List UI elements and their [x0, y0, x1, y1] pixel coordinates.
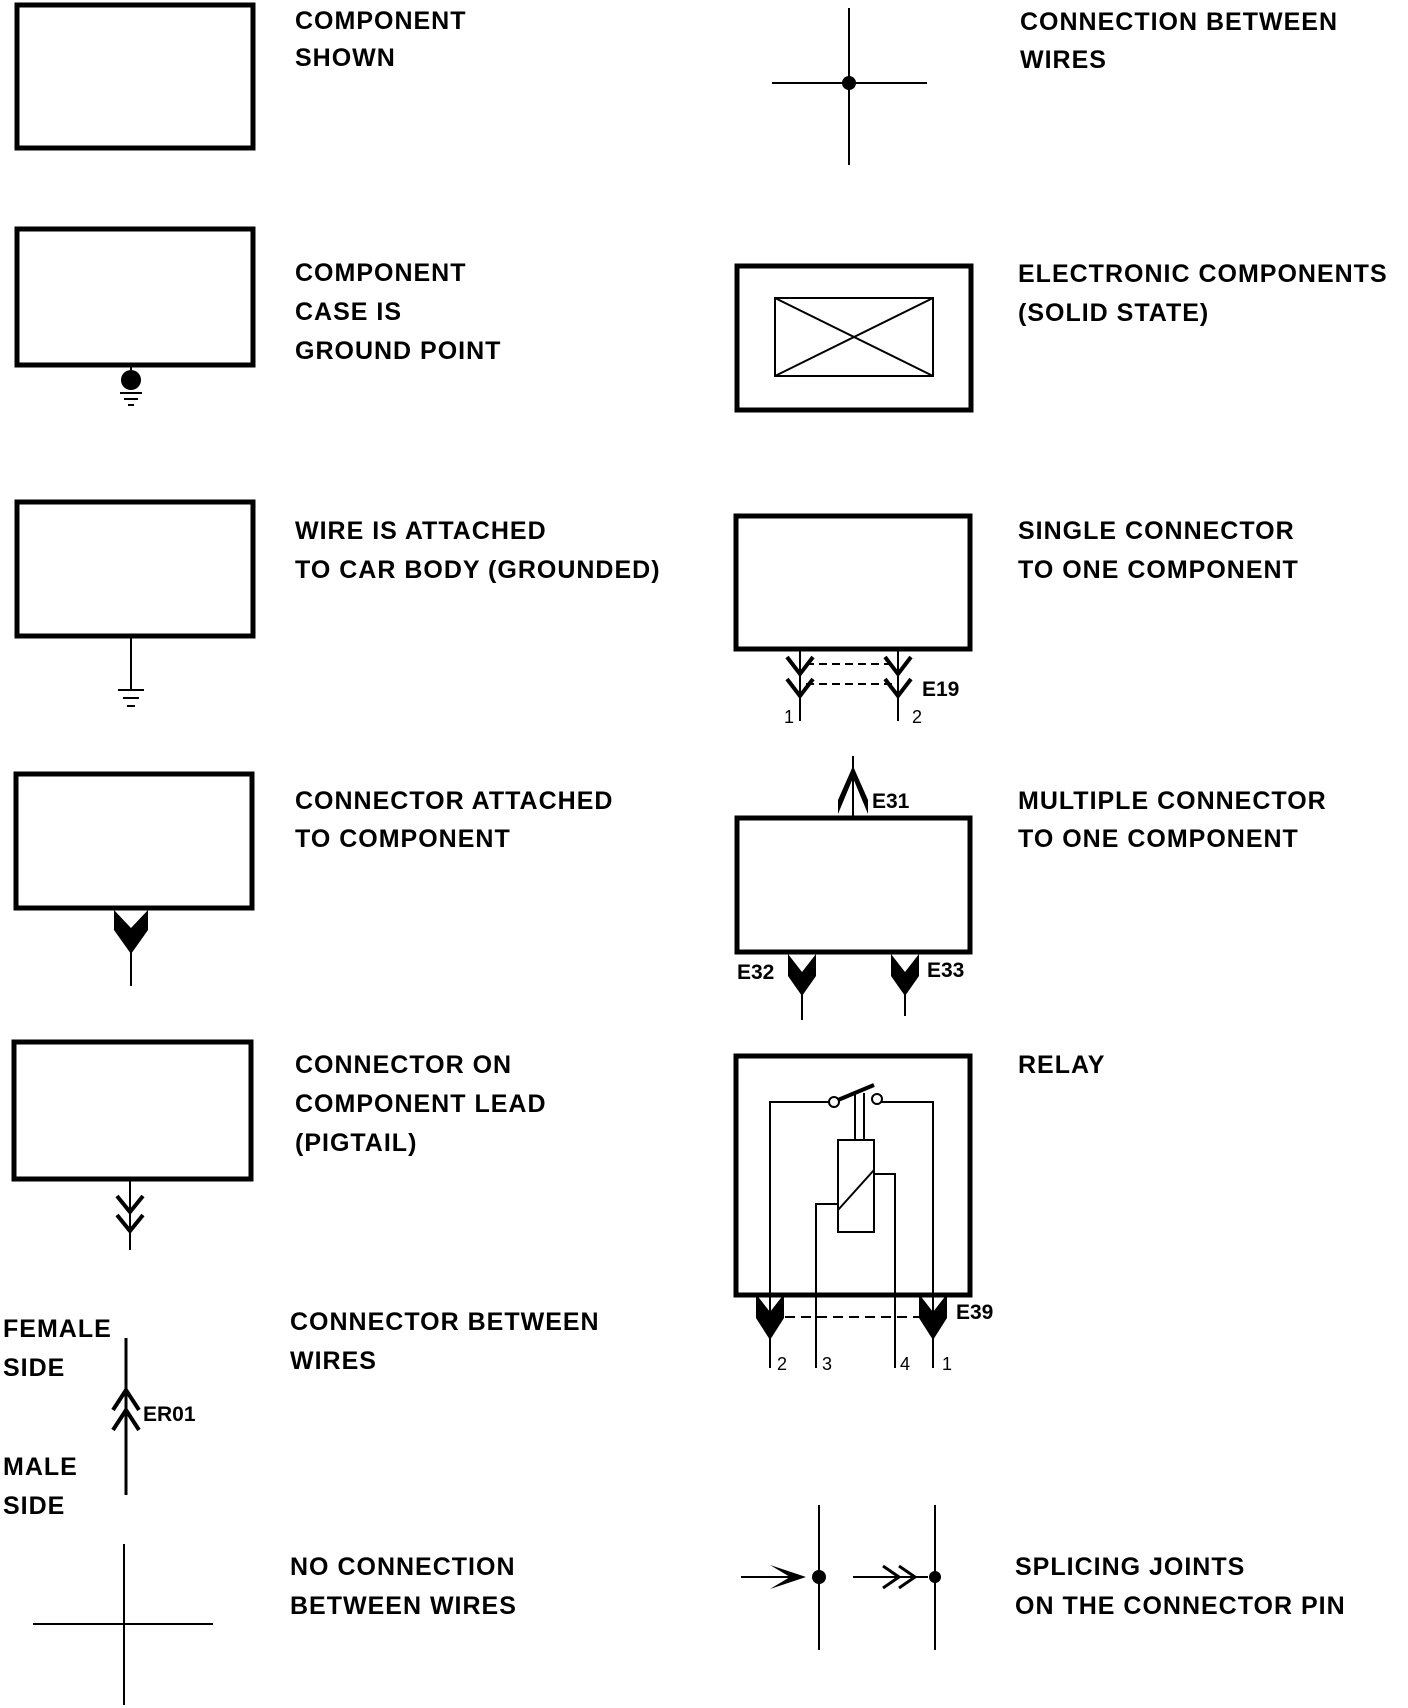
connector-id-e19: E19 — [922, 678, 959, 701]
label-component-shown-2: SHOWN — [295, 44, 396, 72]
symbol-connector-pigtail — [11, 1039, 254, 1250]
pin-e39-2: 2 — [777, 1354, 787, 1374]
label-splicing-2: ON THE CONNECTOR PIN — [1015, 1592, 1346, 1620]
symbol-wire-grounded — [14, 499, 256, 707]
label-connector-between-2: WIRES — [290, 1347, 377, 1375]
label-no-connection-1: NO CONNECTION — [290, 1553, 516, 1581]
label-electronic-2: (SOLID STATE) — [1018, 299, 1209, 327]
label-case-ground-1: COMPONENT — [295, 259, 467, 287]
symbol-splicing-joints — [741, 1505, 941, 1650]
pin-e19-1: 1 — [784, 707, 794, 727]
connector-id-er01: ER01 — [143, 1403, 196, 1426]
label-electronic-1: ELECTRONIC COMPONENTS — [1018, 260, 1388, 288]
symbol-connector-attached — [13, 771, 255, 986]
label-wire-grounded-1: WIRE IS ATTACHED — [295, 517, 547, 545]
symbol-component-case-ground — [14, 226, 256, 406]
label-pigtail-3: (PIGTAIL) — [295, 1129, 417, 1157]
symbol-electronic-components — [734, 263, 974, 413]
label-multiple-connector-2: TO ONE COMPONENT — [1018, 825, 1299, 853]
label-connector-between-1: CONNECTOR BETWEEN — [290, 1308, 600, 1336]
symbol-multiple-connector — [734, 756, 973, 1020]
symbol-single-connector — [733, 513, 973, 721]
label-wire-grounded-2: TO CAR BODY (GROUNDED) — [295, 556, 661, 584]
connector-id-e33: E33 — [927, 959, 964, 982]
symbol-connection-between-wires — [772, 8, 927, 165]
label-female-side-2: SIDE — [3, 1354, 65, 1382]
label-female-side-1: FEMALE — [3, 1315, 112, 1343]
label-connection-between-2: WIRES — [1020, 46, 1107, 74]
label-multiple-connector-1: MULTIPLE CONNECTOR — [1018, 787, 1327, 815]
label-case-ground-2: CASE IS — [295, 298, 402, 326]
label-male-side-1: MALE — [3, 1453, 78, 1481]
pin-e19-2: 2 — [912, 707, 922, 727]
pin-e39-4: 4 — [900, 1354, 910, 1374]
connector-id-e39: E39 — [956, 1301, 993, 1324]
connector-id-e31: E31 — [872, 790, 910, 813]
label-pigtail-1: CONNECTOR ON — [295, 1051, 512, 1079]
label-no-connection-2: BETWEEN WIRES — [290, 1592, 517, 1620]
label-pigtail-2: COMPONENT LEAD — [295, 1090, 547, 1118]
symbol-connector-between-wires — [111, 1338, 141, 1495]
label-splicing-1: SPLICING JOINTS — [1015, 1553, 1245, 1581]
pin-e39-3: 3 — [822, 1354, 832, 1374]
label-connection-between-1: CONNECTION BETWEEN — [1020, 8, 1338, 36]
label-connector-attached-2: TO COMPONENT — [295, 825, 511, 853]
symbol-no-connection — [33, 1544, 213, 1705]
symbol-relay — [733, 1053, 973, 1368]
symbol-component-shown — [14, 2, 256, 151]
label-connector-attached-1: CONNECTOR ATTACHED — [295, 787, 613, 815]
label-single-connector-2: TO ONE COMPONENT — [1018, 556, 1299, 584]
label-case-ground-3: GROUND POINT — [295, 337, 501, 365]
label-relay: RELAY — [1018, 1051, 1105, 1079]
connector-id-e32: E32 — [737, 961, 774, 984]
label-component-shown-1: COMPONENT — [295, 7, 467, 35]
label-single-connector-1: SINGLE CONNECTOR — [1018, 517, 1295, 545]
label-male-side-2: SIDE — [3, 1492, 65, 1520]
pin-e39-1: 1 — [942, 1354, 952, 1374]
